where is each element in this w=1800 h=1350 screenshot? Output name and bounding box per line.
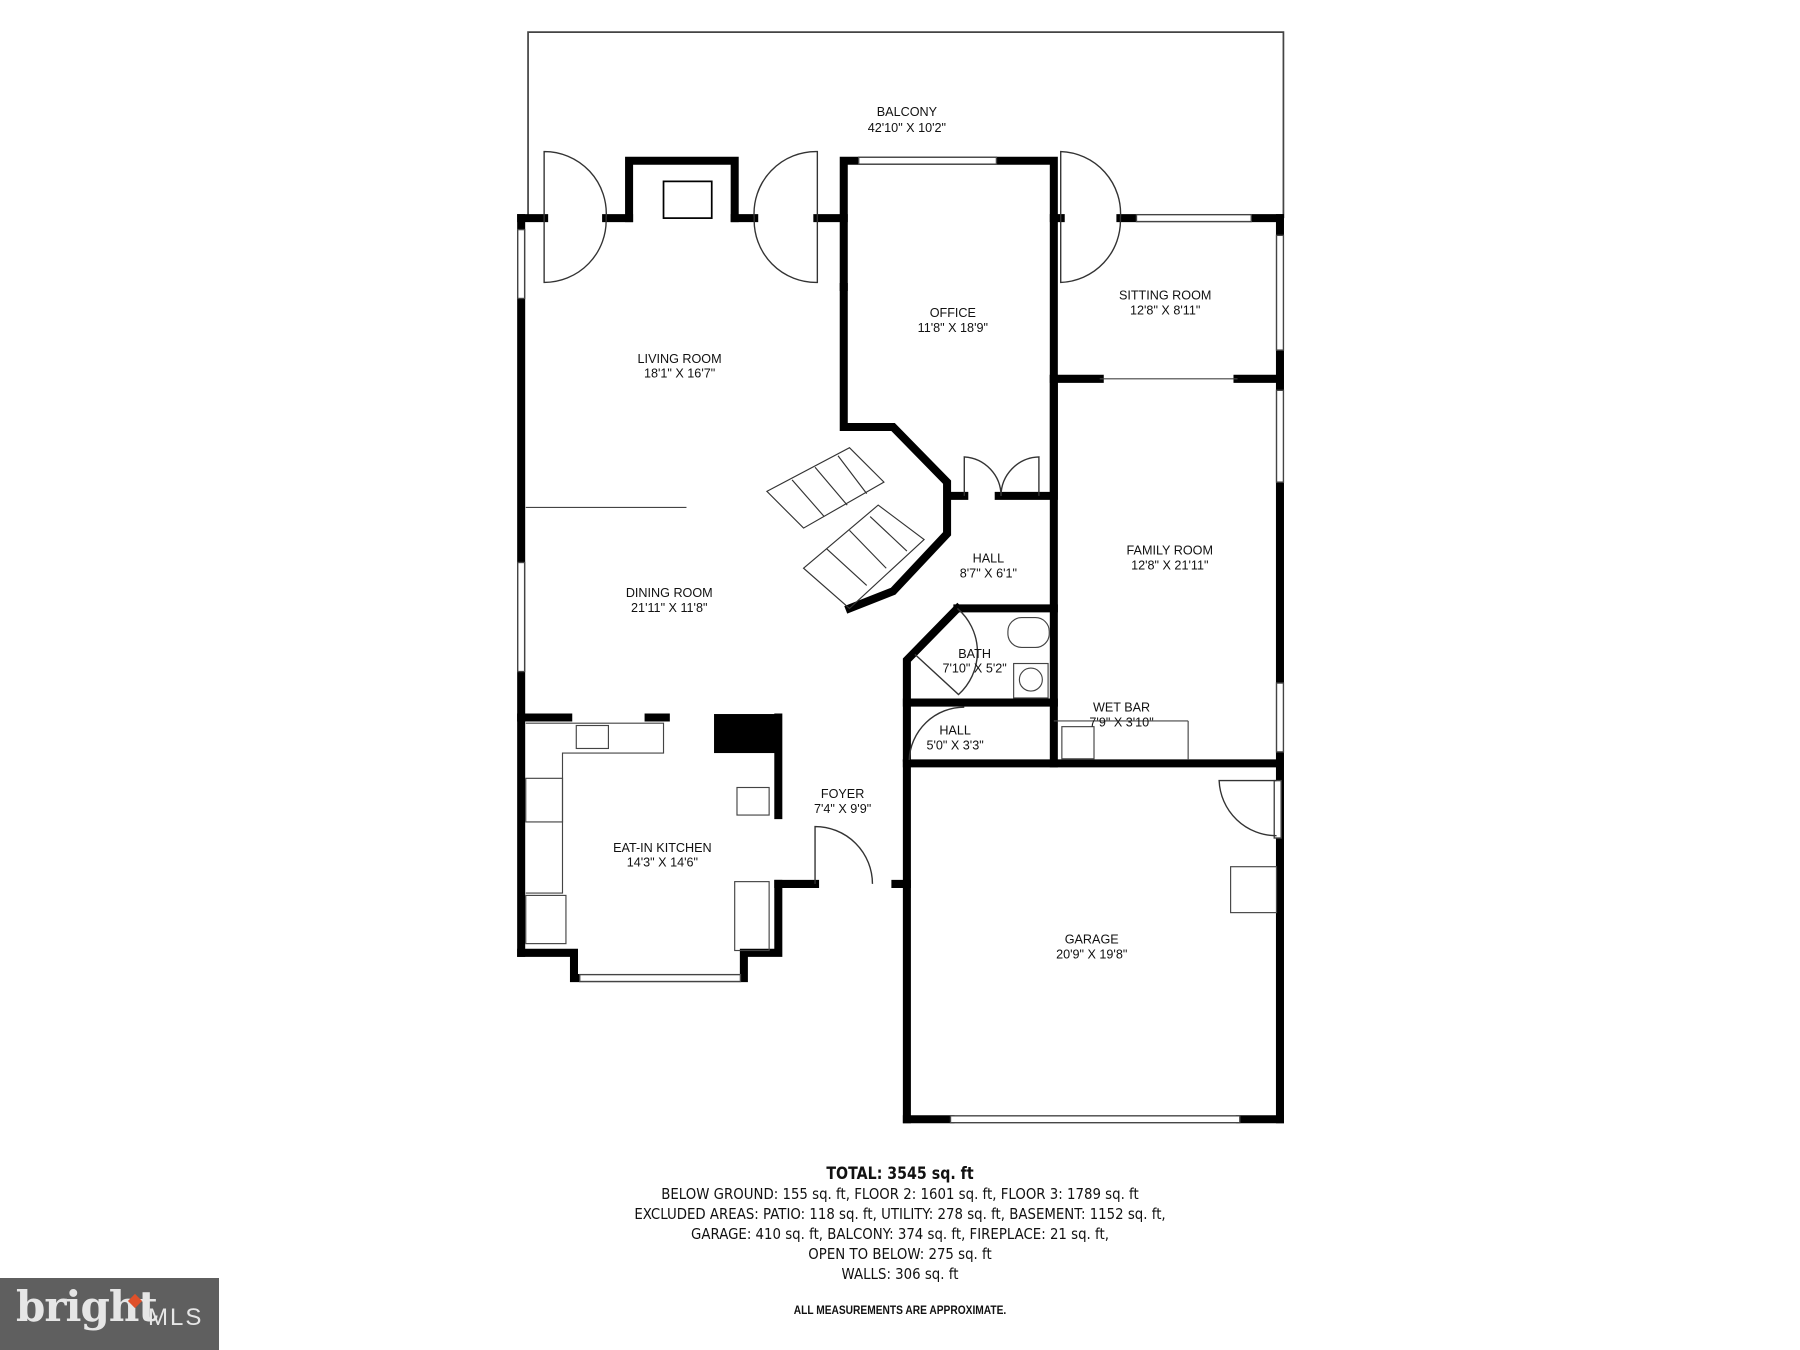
room-name-dining: DINING ROOM — [626, 586, 713, 600]
summary-line: BELOW GROUND: 155 sq. ft, FLOOR 2: 1601 … — [661, 1185, 1139, 1203]
room-dims-garage: 20'9" X 19'8" — [1056, 948, 1127, 962]
windows — [517, 156, 1285, 1124]
room-dims-bath: 7'10" X 5'2" — [942, 662, 1006, 676]
room-dims-wetbar: 7'9" X 3'10" — [1089, 716, 1153, 730]
room-name-sitting: SITTING ROOM — [1119, 289, 1211, 303]
room-dims-hall-2: 5'0" X 3'3" — [926, 739, 983, 753]
room-name-living: LIVING ROOM — [638, 352, 722, 366]
room-name-kitchen: EAT-IN KITCHEN — [613, 841, 712, 855]
room-name-garage: GARAGE — [1065, 933, 1119, 947]
summary-line: EXCLUDED AREAS: PATIO: 118 sq. ft, UTILI… — [634, 1205, 1166, 1223]
room-name-foyer: FOYER — [821, 787, 864, 801]
room-name-balcony: BALCONY — [877, 105, 938, 119]
room-dims-hall: 8'7" X 6'1" — [960, 566, 1017, 580]
fireplace — [662, 180, 713, 219]
room-labels: BALCONY 42'10" X 10'2" LIVING ROOM 18'1"… — [613, 105, 1213, 962]
room-name-family: FAMILY ROOM — [1127, 543, 1213, 557]
total-area: TOTAL: 3545 sq. ft — [826, 1164, 974, 1183]
room-name-hall-2: HALL — [939, 724, 971, 738]
disclaimer: ALL MEASUREMENTS ARE APPROXIMATE. — [793, 1303, 1007, 1317]
balcony-outline — [527, 31, 1285, 219]
room-dims-office: 11'8" X 18'9" — [918, 321, 988, 335]
stair-landing-box — [714, 714, 779, 754]
summary-line: GARAGE: 410 sq. ft, BALCONY: 374 sq. ft,… — [691, 1225, 1109, 1243]
room-dims-foyer: 7'4" X 9'9" — [814, 802, 871, 816]
summary-line: WALLS: 306 sq. ft — [841, 1265, 959, 1283]
room-name-hall: HALL — [973, 552, 1005, 566]
staircase — [765, 446, 926, 610]
summary-line: OPEN TO BELOW: 275 sq. ft — [808, 1245, 992, 1263]
room-name-wetbar: WET BAR — [1093, 701, 1150, 715]
room-dims-sitting: 12'8" X 8'11" — [1130, 304, 1200, 318]
room-dims-kitchen: 14'3" X 14'6" — [627, 856, 698, 870]
room-dims-living: 18'1" X 16'7" — [644, 367, 715, 381]
kitchen-counters — [525, 722, 770, 952]
bath-fixtures — [525, 378, 1278, 914]
bright-mls-logo: bright MLS — [0, 1278, 219, 1350]
room-dims-balcony: 42'10" X 10'2" — [868, 121, 946, 135]
logo-suffix: MLS — [148, 1304, 204, 1331]
room-name-office: OFFICE — [930, 306, 976, 320]
room-dims-family: 12'8" X 21'11" — [1131, 558, 1208, 572]
room-dims-dining: 21'11" X 11'8" — [631, 601, 707, 615]
doors — [543, 150, 1277, 884]
room-name-bath: BATH — [958, 647, 991, 661]
area-summary: TOTAL: 3545 sq. ft BELOW GROUND: 155 sq.… — [126, 1164, 1674, 1284]
